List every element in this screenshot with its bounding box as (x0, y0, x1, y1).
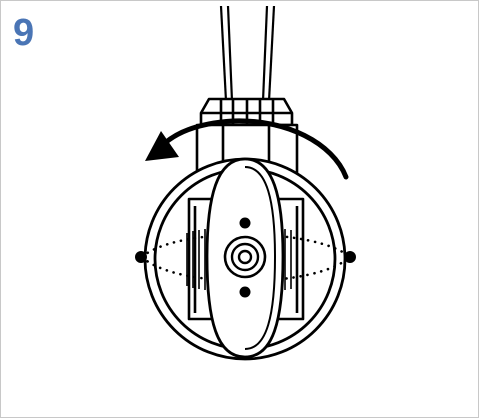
supply-tubes (219, 5, 276, 102)
lever-dots (239, 217, 251, 298)
center-screw-icon (223, 235, 267, 279)
step-number: 9 (13, 12, 35, 54)
counterclockwise-arrow-icon (145, 118, 349, 180)
inner-band (186, 229, 304, 290)
hex-nut (199, 97, 294, 127)
